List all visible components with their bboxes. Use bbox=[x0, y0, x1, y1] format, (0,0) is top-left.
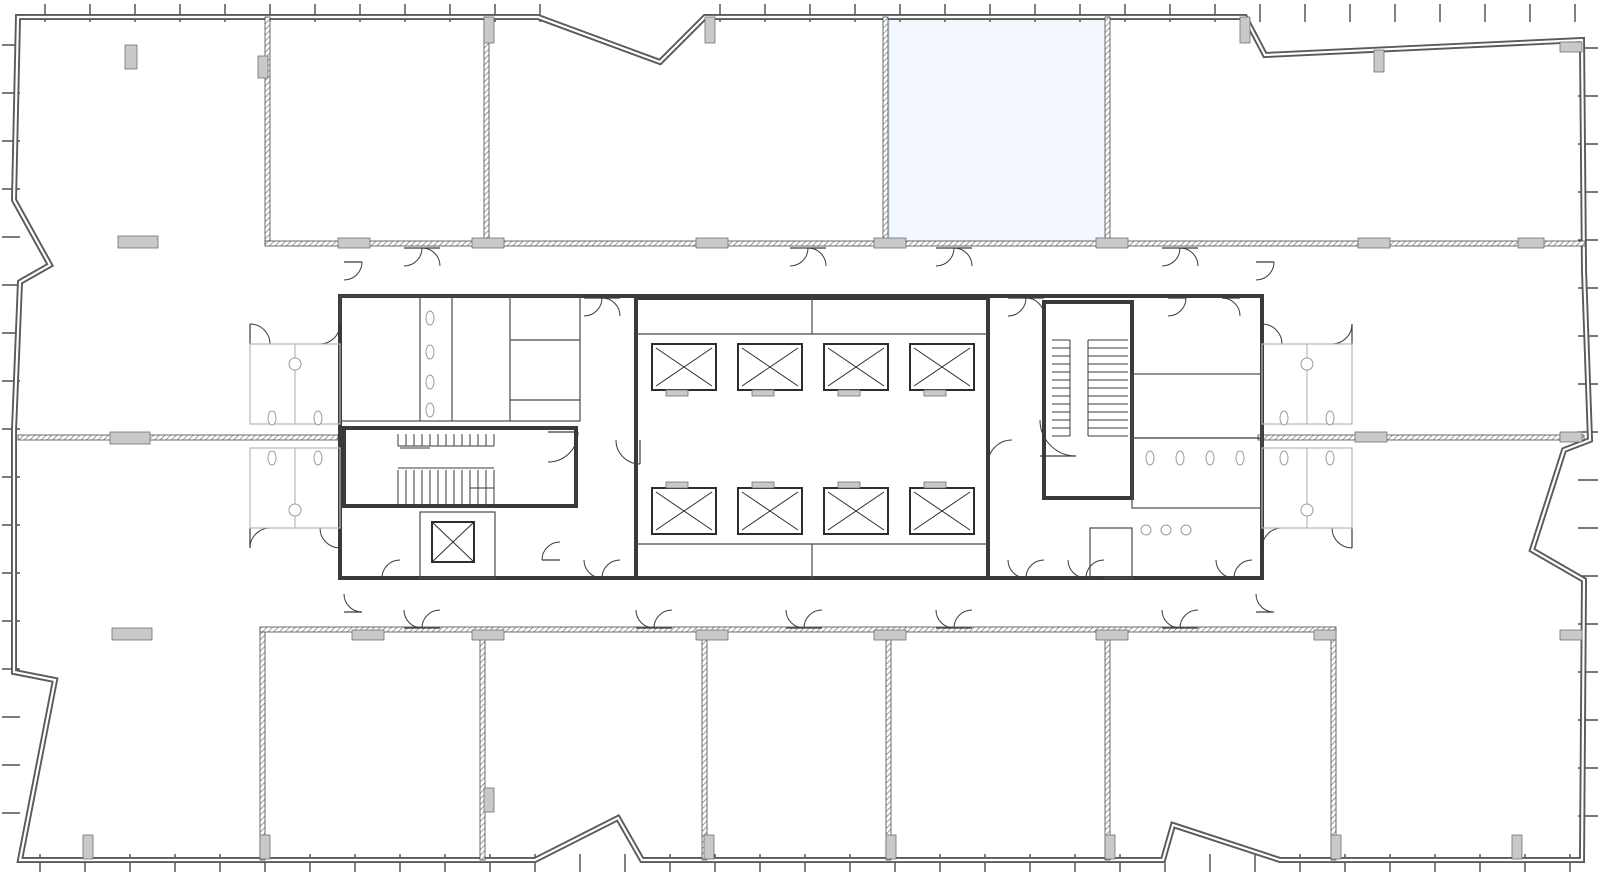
elevator-car bbox=[651, 343, 717, 397]
mid-partitions bbox=[17, 434, 1585, 441]
elevator-car bbox=[823, 481, 889, 535]
elevator-car bbox=[737, 343, 803, 397]
elevator-bank bbox=[651, 343, 975, 535]
stair-left bbox=[397, 434, 495, 506]
elevator-car bbox=[909, 343, 975, 397]
structural-columns bbox=[82, 16, 1583, 860]
north-unit-4-highlight[interactable] bbox=[888, 18, 1108, 242]
toilet-fixtures bbox=[249, 310, 1353, 536]
elevator-car bbox=[737, 481, 803, 535]
stair-right bbox=[1052, 339, 1128, 437]
exterior-facade-inner bbox=[12, 15, 1592, 862]
elevator-car bbox=[651, 481, 717, 535]
elevator-car bbox=[909, 481, 975, 535]
elevator-car bbox=[823, 343, 889, 397]
